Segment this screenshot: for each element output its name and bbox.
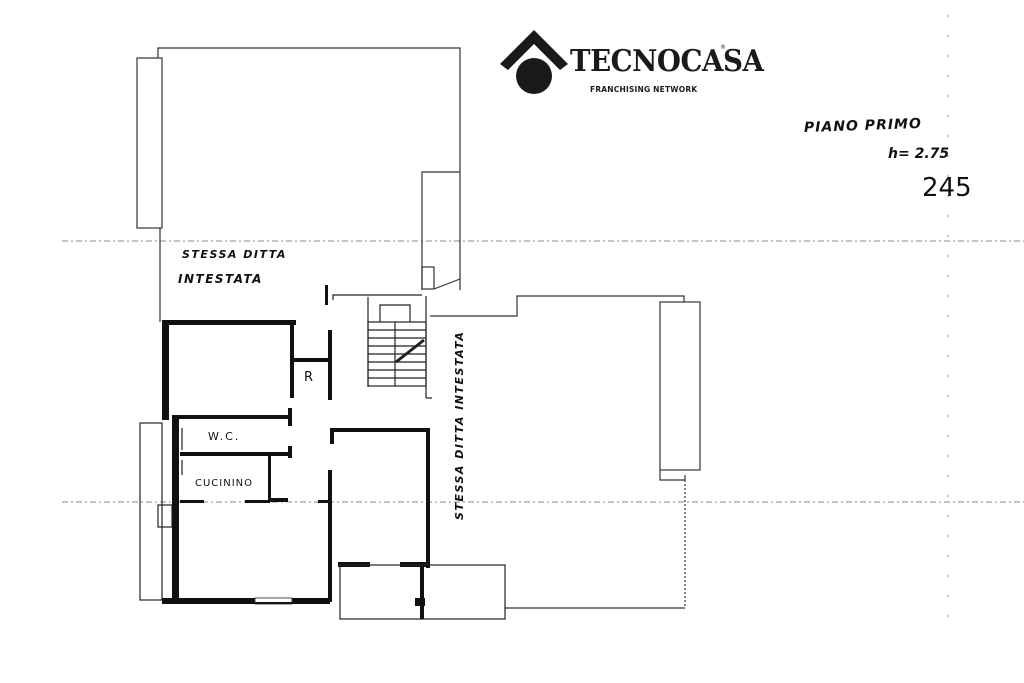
brand-tagline: FRANCHISING NETWORK [590, 85, 698, 94]
sheet-number: 245 [922, 173, 972, 203]
room-label-kitchenette: CUCININO [195, 478, 254, 489]
brand-name: TECNOCASA [570, 44, 764, 79]
ceiling-height-label: h= 2.75 [888, 146, 950, 162]
neighbor-block-right [430, 295, 701, 609]
unit-details [139, 422, 506, 620]
room-label-wc: W.C. [208, 430, 241, 443]
staircase [332, 294, 432, 399]
trademark-mark: ® [720, 44, 726, 51]
neighbor-block-top [136, 47, 461, 322]
unit-walls [162, 285, 430, 619]
tecnocasa-logo: TECNOCASA ® FRANCHISING NETWORK [500, 30, 764, 100]
neighbor-top-label: STESSA DITTA [182, 248, 287, 261]
room-label-closet: R [304, 370, 314, 385]
house-logo-icon [500, 30, 568, 94]
reference-lines [62, 15, 1024, 620]
neighbor-top-label-line2: INTESTATA [178, 272, 263, 286]
neighbor-right-label: STESSA DITTA INTESTATA [453, 330, 466, 520]
